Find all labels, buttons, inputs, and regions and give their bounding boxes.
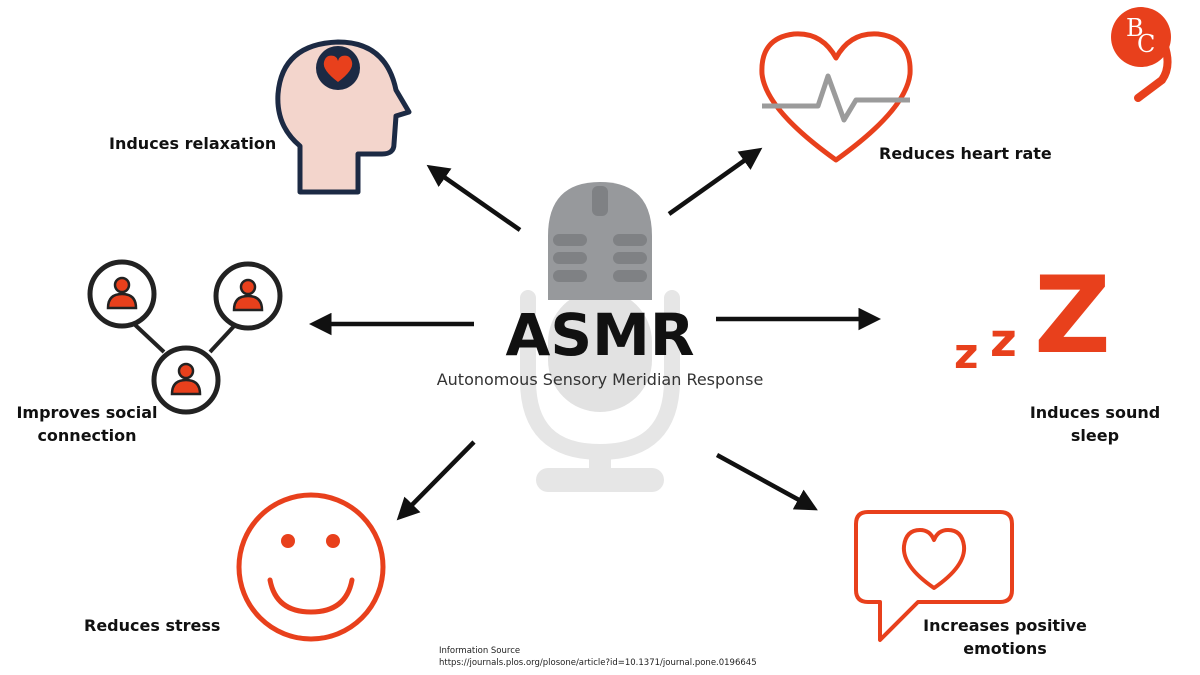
zzz-icon: z z Z	[950, 256, 1111, 410]
speech-bubble-heart-icon	[854, 510, 1014, 642]
label-relaxation: Induces relaxation	[109, 134, 277, 153]
bc9-logo: B C	[1111, 7, 1172, 102]
source-footnote: Information Source https://journals.plos…	[439, 645, 757, 669]
label-sleep-line1: Induces sound	[1029, 403, 1161, 422]
arrow-to-heart-rate	[667, 147, 763, 216]
smiley-face-icon	[236, 492, 386, 642]
logo-b: B	[1126, 14, 1144, 42]
label-sleep-line2: sleep	[1070, 426, 1120, 445]
diagram-subtitle: Autonomous Sensory Meridian Response	[436, 370, 764, 389]
arrow-to-relaxation	[426, 164, 522, 232]
source-heading: Information Source	[439, 646, 521, 656]
label-heart-rate: Reduces heart rate	[879, 144, 1052, 163]
label-social-line2: connection	[37, 426, 137, 445]
head-heart-icon	[275, 39, 412, 195]
label-sleep: Induces sound sleep	[1020, 401, 1170, 447]
label-social: Improves social connection	[14, 401, 160, 447]
label-emotions-line2: emotions	[963, 639, 1047, 658]
zzz-big-glyph: Z	[1034, 254, 1111, 377]
label-stress: Reduces stress	[84, 616, 221, 635]
arrow-to-stress	[396, 440, 476, 521]
label-emotions-line1: Increases positive	[923, 616, 1087, 635]
social-network-icon	[87, 259, 283, 415]
zzz-mid-glyph: z	[990, 313, 1017, 367]
zzz-small-glyph: z	[954, 329, 979, 378]
logo-c: C	[1137, 30, 1155, 58]
arrow-to-emotions	[715, 453, 818, 511]
source-url: https://journals.plos.org/plosone/articl…	[439, 658, 757, 668]
label-emotions: Increases positive emotions	[918, 614, 1092, 660]
diagram-title: ASMR	[505, 301, 695, 369]
heart-pulse-icon	[759, 31, 913, 163]
label-social-line1: Improves social	[16, 403, 158, 422]
